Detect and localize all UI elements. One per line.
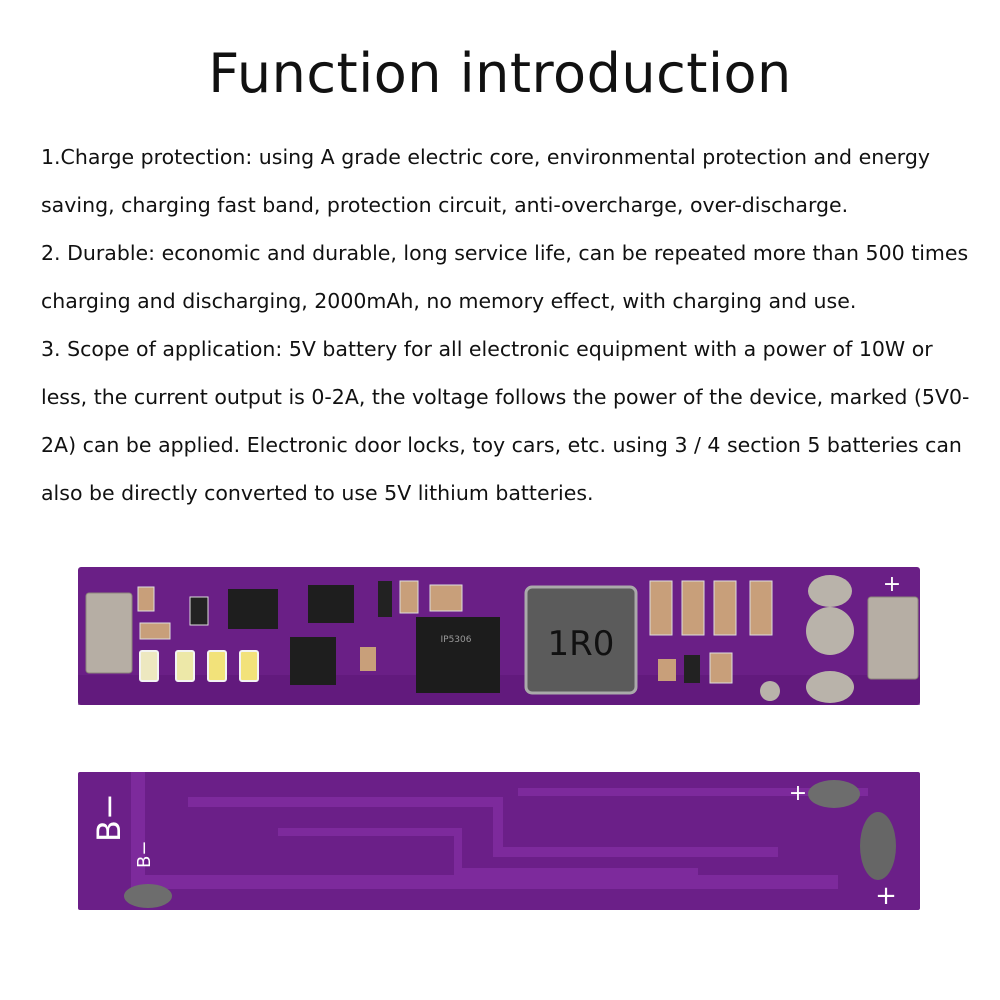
inductor-label: 1R0 <box>548 624 615 664</box>
pcb-bottom-photo: B− B− + + <box>78 772 920 910</box>
sop-chip <box>308 585 354 623</box>
paragraph-durable: 2. Durable: economic and durable, long s… <box>41 241 969 313</box>
sop-chip <box>290 637 336 685</box>
solder-pad-bminus <box>124 884 172 908</box>
led <box>207 650 227 682</box>
left-battery-pad <box>85 592 133 674</box>
right-battery-pad <box>867 596 919 680</box>
paragraph-charge-protection: 1.Charge protection: using A grade elect… <box>41 145 931 217</box>
b-minus-small: B− <box>134 841 155 868</box>
led <box>239 650 259 682</box>
sop-chip <box>228 589 278 629</box>
led <box>175 650 195 682</box>
led-row <box>139 650 259 682</box>
paragraph-scope-of-application: 3. Scope of application: 5V battery for … <box>41 337 970 505</box>
solder-pad-top <box>808 780 860 808</box>
plus-label-bottom-2: + <box>875 881 897 910</box>
page-title: Function introduction <box>208 42 792 105</box>
led <box>139 650 159 682</box>
b-minus-large: B− <box>90 793 128 842</box>
solder-pad-right <box>860 812 896 880</box>
pcb-top-photo: IP5306 1R0 + <box>78 567 920 705</box>
plus-label-bottom-1: + <box>789 781 807 806</box>
plus-label-top: + <box>883 572 901 597</box>
main-ic <box>416 617 500 693</box>
main-ic-label: IP5306 <box>441 635 472 645</box>
inductor <box>524 585 638 695</box>
